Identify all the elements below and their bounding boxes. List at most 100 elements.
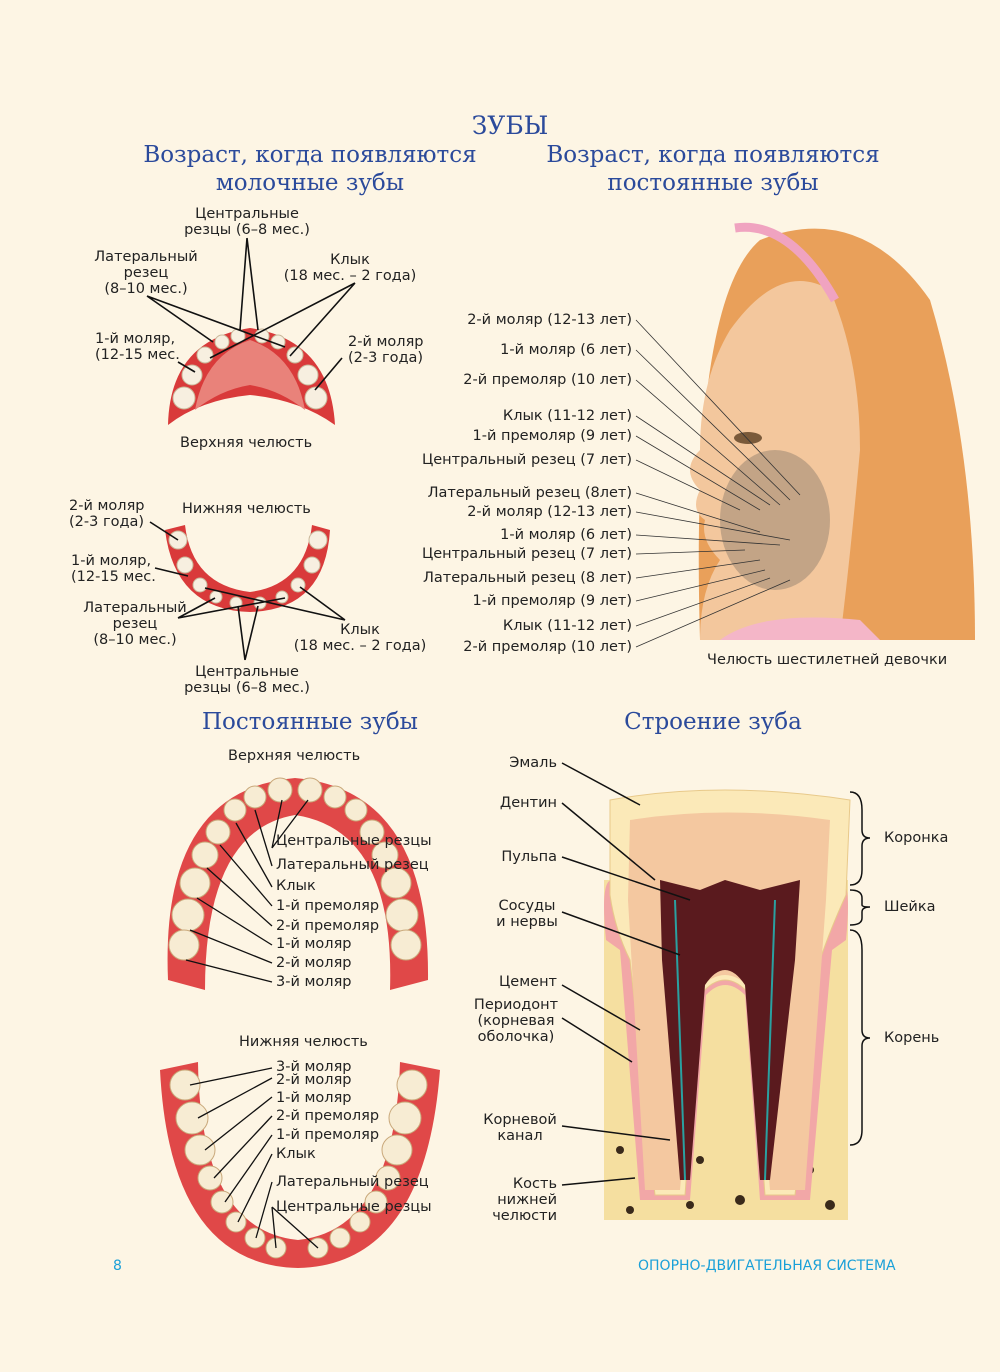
label-line: Латеральный bbox=[94, 249, 198, 265]
label-line: нижней bbox=[497, 1192, 557, 1208]
label-line: (12-15 мес. bbox=[71, 569, 156, 585]
label-line: (8–10 мес.) bbox=[93, 632, 177, 648]
milk-lower-molar1-label: 1-й моляр,(12-15 мес. bbox=[71, 553, 156, 585]
permanent-heading: Постоянные зубы bbox=[202, 709, 418, 735]
permanent-age-heading-line1: Возраст, когда появляются bbox=[546, 142, 880, 168]
label-line: Клык bbox=[330, 252, 370, 268]
label-line: Центральные bbox=[195, 206, 299, 222]
age-label: Центральный резец (7 лет) bbox=[422, 546, 632, 562]
age-label: 2-й моляр (12-13 лет) bbox=[467, 312, 632, 328]
permanent-lower-jaw-illustration bbox=[160, 1062, 440, 1268]
label-line: Корневой bbox=[483, 1112, 557, 1128]
permanent-upper-caption: Верхняя челюсть bbox=[228, 748, 361, 764]
permanent-upper-jaw-illustration bbox=[167, 777, 429, 990]
structure-heading: Строение зуба bbox=[624, 709, 802, 735]
label-line: Сосуды bbox=[498, 898, 556, 914]
upper-tooth-label: 1-й моляр bbox=[276, 936, 352, 952]
age-label: Латеральный резец (8 лет) bbox=[422, 570, 632, 586]
label-line: (корневая bbox=[477, 1013, 555, 1029]
section-title: ОПОРНО-ДВИГАТЕЛЬНАЯ СИСТЕМА bbox=[638, 1258, 896, 1274]
girl-caption: Челюсть шестилетней девочки bbox=[707, 652, 948, 668]
upper-tooth-label: 3-й моляр bbox=[276, 974, 352, 990]
label-line: Клык bbox=[340, 622, 380, 638]
lower-tooth-label: Клык bbox=[276, 1146, 316, 1162]
label-line: (12-15 мес. bbox=[95, 347, 180, 363]
label-line: Латеральный bbox=[83, 600, 187, 616]
page-title: ЗУБЫ bbox=[471, 111, 549, 140]
label-line: Центральные bbox=[195, 664, 299, 680]
milk-upper-canine-label: Клык(18 мес. – 2 года) bbox=[280, 252, 420, 284]
age-label: Центральный резец (7 лет) bbox=[422, 452, 632, 468]
upper-tooth-label: Центральные резцы bbox=[276, 833, 432, 849]
milk-upper-caption: Верхняя челюсть bbox=[180, 435, 313, 451]
permanent-lower-caption: Нижняя челюсть bbox=[239, 1034, 368, 1050]
crown-label: Коронка bbox=[884, 830, 949, 846]
label-line: 1-й моляр, bbox=[95, 331, 176, 347]
lower-tooth-label: 1-й моляр bbox=[276, 1090, 352, 1106]
age-label: 2-й премоляр (10 лет) bbox=[463, 639, 632, 655]
lower-tooth-label: 2-й премоляр bbox=[276, 1108, 380, 1124]
age-label: 2-й моляр (12-13 лет) bbox=[467, 504, 632, 520]
age-label: 2-й премоляр (10 лет) bbox=[463, 372, 632, 388]
upper-tooth-label: 2-й премоляр bbox=[276, 918, 380, 934]
page-number: 8 bbox=[113, 1258, 122, 1274]
lower-tooth-label: Центральные резцы bbox=[276, 1199, 432, 1215]
milk-lower-canine-label: Клык(18 мес. – 2 года) bbox=[290, 622, 430, 654]
milk-upper-molar1-label: 1-й моляр,(12-15 мес. bbox=[95, 331, 180, 363]
label-line: оболочка) bbox=[477, 1029, 555, 1045]
label-line: резцы (6–8 мес.) bbox=[184, 222, 310, 238]
dentin-label: Дентин bbox=[499, 795, 557, 811]
label-line: (18 мес. – 2 года) bbox=[293, 638, 427, 654]
upper-tooth-label: 1-й премоляр bbox=[276, 898, 380, 914]
label-line: резцы (6–8 мес.) bbox=[184, 680, 310, 696]
age-label: 1-й премоляр (9 лет) bbox=[472, 428, 633, 444]
permanent-age-heading: Возраст, когда появляются постоянные зуб… bbox=[533, 141, 893, 197]
label-line: Периодонт bbox=[473, 997, 559, 1013]
lower-tooth-label: 1-й премоляр bbox=[276, 1127, 380, 1143]
upper-tooth-label: Латеральный резец bbox=[276, 857, 429, 873]
label-line: и нервы bbox=[496, 914, 558, 930]
age-label: Клык (11-12 лет) bbox=[502, 408, 632, 424]
label-line: (2-3 года) bbox=[348, 350, 424, 366]
root-label: Корень bbox=[884, 1030, 940, 1046]
label-line: канал bbox=[497, 1128, 543, 1144]
label-line: (2-3 года) bbox=[69, 514, 145, 530]
upper-tooth-label: Клык bbox=[276, 878, 316, 894]
tooth-cross-section-illustration bbox=[604, 789, 851, 1220]
milk-lower-jaw-illustration bbox=[165, 525, 330, 612]
lower-tooth-label: Латеральный резец bbox=[276, 1174, 429, 1190]
age-label: Латеральный резец (8лет) bbox=[427, 485, 632, 501]
label-line: 2-й моляр bbox=[69, 498, 145, 514]
milk-lower-molar2-label: 2-й моляр(2-3 года) bbox=[69, 498, 145, 530]
label-line: 2-й моляр bbox=[348, 334, 424, 350]
lower-tooth-label: 2-й моляр bbox=[276, 1072, 352, 1088]
milk-heading-line2: молочные зубы bbox=[215, 170, 405, 196]
age-label: 1-й моляр (6 лет) bbox=[500, 527, 632, 543]
milk-heading-line1: Возраст, когда появляются bbox=[143, 142, 477, 168]
milk-upper-jaw-illustration bbox=[168, 328, 335, 425]
enamel-label: Эмаль bbox=[509, 755, 557, 771]
label-line: Кость bbox=[512, 1176, 557, 1192]
cement-label: Цемент bbox=[499, 974, 557, 990]
milk-lower-caption: Нижняя челюсть bbox=[182, 501, 311, 517]
label-line: 1-й моляр, bbox=[71, 553, 152, 569]
age-label: Клык (11-12 лет) bbox=[502, 618, 632, 634]
label-line: (18 мес. – 2 года) bbox=[283, 268, 417, 284]
age-label: 1-й премоляр (9 лет) bbox=[472, 593, 633, 609]
label-line: резец bbox=[123, 265, 169, 281]
permanent-age-heading-line2: постоянные зубы bbox=[607, 170, 819, 196]
upper-tooth-label: 2-й моляр bbox=[276, 955, 352, 971]
neck-label: Шейка bbox=[884, 899, 936, 915]
label-line: (8–10 мес.) bbox=[104, 281, 188, 297]
age-label: 1-й моляр (6 лет) bbox=[500, 342, 632, 358]
milk-upper-molar2-label: 2-й моляр(2-3 года) bbox=[348, 334, 424, 366]
